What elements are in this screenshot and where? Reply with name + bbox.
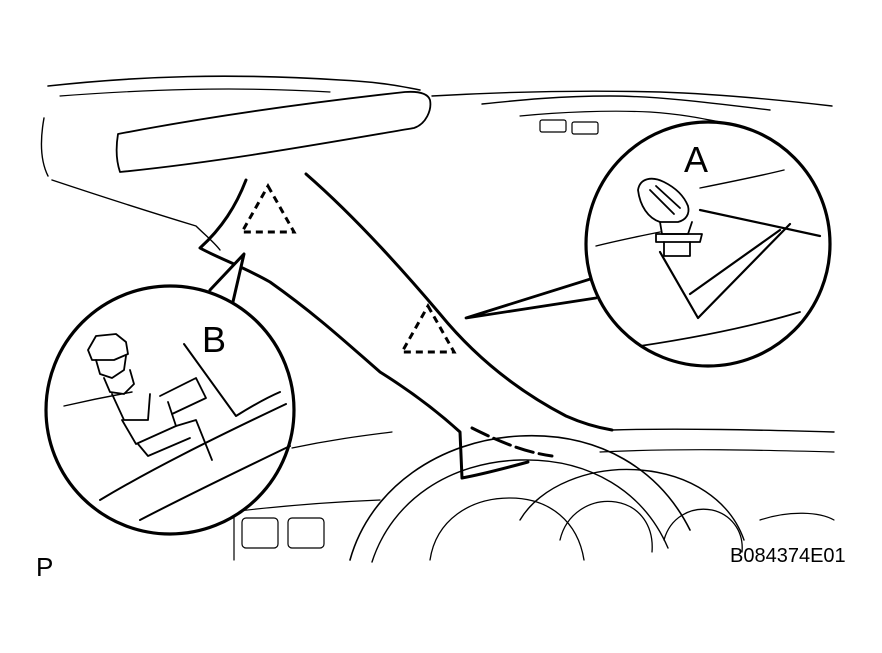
- left-vent-2: [287, 517, 325, 549]
- dashboard-left-panel: [291, 431, 393, 449]
- windshield-top: [431, 90, 833, 107]
- callout-a-garnish-2: [658, 222, 792, 320]
- clip-marker-lower-triangle: [399, 302, 457, 354]
- a-pillar-lower-edge: [470, 426, 554, 458]
- clip-position-markers: [239, 182, 457, 354]
- left-vent: [241, 517, 279, 549]
- steering-wheel-inner: [371, 459, 669, 563]
- callout-a-garnish: [698, 208, 822, 238]
- figure-id: B084374E01: [730, 545, 846, 567]
- corner-mark: P: [36, 552, 53, 582]
- overhead-console: [481, 95, 771, 111]
- callout-a-body-line: [639, 311, 801, 347]
- callout-a-circle: [584, 120, 832, 368]
- sun-visor: [115, 90, 432, 173]
- steering-hub: [429, 497, 585, 561]
- roof-inner-line: [59, 88, 331, 97]
- clip-b-icon: [87, 333, 213, 461]
- callout-a-trim-line-2: [699, 169, 785, 189]
- gauge-ring-2: [663, 508, 743, 553]
- callout-a-pointer: [464, 274, 602, 320]
- a-pillar-garnish: [198, 178, 530, 480]
- callout-b-detail: B: [44, 252, 296, 536]
- right-vent: [759, 512, 835, 521]
- dashboard-top: [611, 428, 835, 433]
- dashboard-line-2: [599, 449, 835, 453]
- lower-dash-line: [229, 499, 381, 513]
- steering-wheel-outer: [349, 434, 691, 561]
- side-window-arc: [51, 179, 221, 251]
- instrument-hood: [519, 468, 745, 541]
- clip-marker-upper-triangle: [239, 182, 297, 234]
- overhead-switch: [539, 119, 567, 133]
- overhead-console-lower: [519, 110, 721, 123]
- callout-a-garnish-3: [688, 228, 782, 296]
- callout-b-body-line: [99, 403, 287, 501]
- callout-a-trim-line: [595, 231, 661, 247]
- overhead-switch-2: [571, 121, 599, 135]
- side-window-frame: [40, 117, 49, 177]
- vehicle-interior-outline: [40, 75, 835, 563]
- callout-b-label: B: [202, 319, 226, 360]
- callout-a-label: A: [684, 139, 708, 180]
- a-pillar-front-edge: [304, 172, 614, 432]
- roof-line: [47, 75, 421, 91]
- callout-b-pointer: [208, 252, 246, 308]
- clip-a-icon: [637, 177, 703, 257]
- callout-b-garnish-edge: [183, 343, 281, 417]
- callout-b-body-line-2: [139, 445, 291, 521]
- callout-a-detail: A: [464, 120, 832, 368]
- gauge-ring-1: [559, 500, 653, 553]
